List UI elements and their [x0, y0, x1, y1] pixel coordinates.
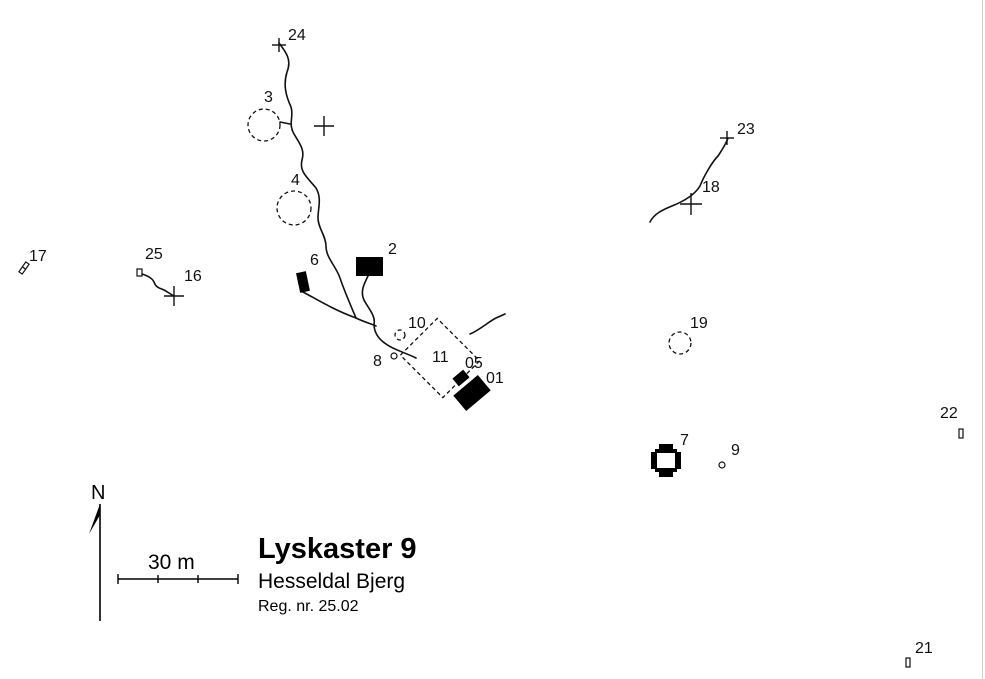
track-line-11-north [469, 313, 506, 335]
small-marker-8 [390, 352, 398, 360]
solid-feature-01 [453, 375, 491, 411]
label-25: 25 [145, 246, 163, 263]
dashed-circle-19 [668, 331, 692, 355]
track-line-24-to-11 [278, 42, 357, 319]
solid-feature-2 [356, 257, 383, 276]
map-reg-number: Reg. nr. 25.02 [258, 598, 359, 615]
label-7: 7 [680, 432, 689, 449]
scale-bar: 30 m [117, 551, 239, 584]
label-23: 23 [737, 121, 755, 138]
label-6: 6 [310, 252, 319, 269]
solid-feature-05 [452, 369, 470, 387]
dashed-circle-3 [247, 108, 281, 142]
map-subtitle: Hesseldal Bjerg [258, 570, 405, 593]
dashed-circle-4 [276, 190, 312, 226]
label-01: 01 [486, 370, 504, 387]
small-marker-21 [905, 657, 911, 668]
label-18: 18 [702, 179, 720, 196]
track-line-18-to-23 [649, 137, 729, 223]
label-24: 24 [288, 27, 306, 44]
label-8: 8 [373, 353, 382, 370]
page-edge-line [982, 0, 983, 679]
cross-marker-23 [720, 131, 734, 145]
solid-feature-6 [296, 271, 310, 293]
label-2: 2 [388, 241, 397, 258]
track-line-6-junction [302, 291, 377, 327]
track-line-2-to-11 [361, 275, 417, 359]
label-10: 10 [408, 315, 426, 332]
track-line-3-link [279, 121, 291, 125]
label-9: 9 [731, 442, 740, 459]
north-label: N [91, 482, 105, 504]
label-21: 21 [915, 640, 933, 657]
cross-marker-18 [680, 193, 702, 215]
label-17: 17 [29, 248, 47, 265]
scale-label: 30 m [148, 551, 195, 574]
cross-marker-24 [272, 38, 286, 52]
small-marker-17 [18, 261, 30, 275]
dashed-circle-10 [394, 329, 406, 341]
label-16: 16 [184, 268, 202, 285]
label-4: 4 [291, 172, 300, 189]
cross-marker-16 [164, 286, 184, 306]
cross-marker-unlabeled [314, 116, 334, 136]
structure-7 [651, 444, 681, 477]
label-3: 3 [264, 89, 273, 106]
map-title: Lyskaster 9 [258, 533, 417, 565]
small-marker-22 [958, 428, 964, 439]
label-05: 05 [465, 355, 483, 372]
small-marker-9 [718, 461, 726, 469]
small-marker-25 [136, 268, 143, 277]
label-19: 19 [690, 315, 708, 332]
label-11: 11 [432, 349, 449, 366]
north-arrow: N [89, 482, 105, 621]
label-22: 22 [940, 405, 958, 422]
track-line-25-to-16 [141, 273, 175, 297]
